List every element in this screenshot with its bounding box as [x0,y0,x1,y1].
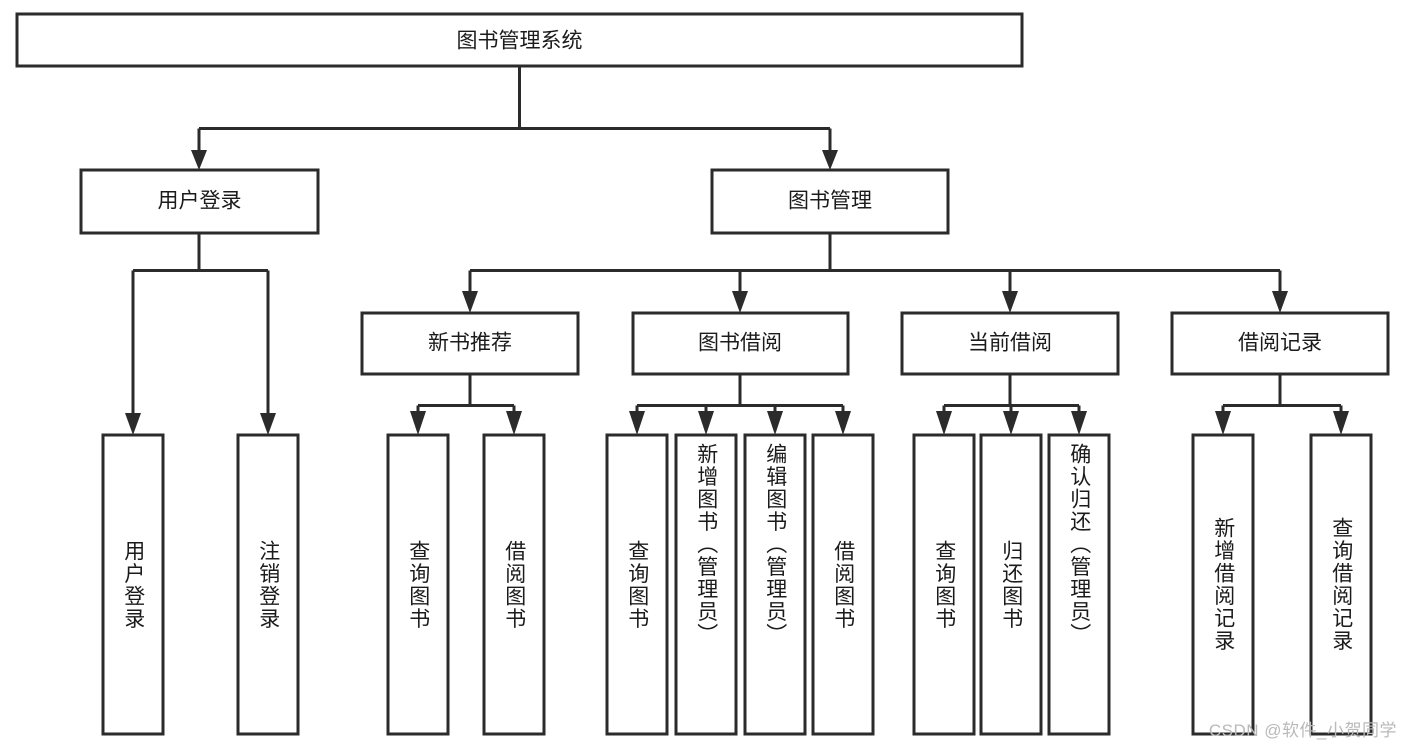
arrow-head-current-borrow [1002,291,1018,313]
arrow-head-book-borrow [732,291,748,313]
leaf-user-login-box[interactable] [101,433,165,736]
arrow-head-leaf-borrow-book-1 [506,411,522,435]
node-new-book-recommend-label: 新书推荐 [428,332,512,355]
node-user-login-box[interactable] [79,168,320,235]
arrow-head-book-manage [822,150,838,170]
arrow-head-leaf-edit-book [767,411,783,435]
arrow-head-leaf-return-book [1003,411,1019,435]
arrow-head-leaf-add-record [1215,411,1231,435]
leaf-borrow-book-1-box[interactable] [482,433,546,736]
node-new-book-recommend-box[interactable] [360,311,580,376]
leaf-query-book-3-box[interactable] [912,433,976,736]
node-user-login-label: 用户登录 [158,190,242,213]
arrow-head-leaf-user-logout [260,413,276,435]
leaf-query-record-box[interactable] [1309,433,1373,736]
node-borrow-record[interactable]: 借阅记录 [1170,311,1390,376]
node-user-login[interactable]: 用户登录 [79,168,320,235]
node-book-manage-box[interactable] [710,168,950,235]
leaf-query-book-2-box[interactable] [605,433,669,736]
leaf-confirm-return-box[interactable] [1047,433,1111,736]
leaf-edit-book-box[interactable] [743,433,807,736]
node-book-manage-label: 图书管理 [788,190,872,213]
leaf-add-record-box[interactable] [1191,433,1255,736]
arrow-head-borrow-record [1272,291,1288,313]
arrow-head-new-book-recommend [462,291,478,313]
leaf-box-layer [101,433,1373,736]
node-book-borrow-label: 图书借阅 [698,332,782,355]
leaf-return-book-box[interactable] [979,433,1043,736]
arrow-head-leaf-add-book [698,411,714,435]
node-current-borrow[interactable]: 当前借阅 [900,311,1120,376]
arrow-head-leaf-query-record [1333,411,1349,435]
connector-layer [125,66,1349,435]
arrow-head-leaf-user-login [125,413,141,435]
node-root-label: 图书管理系统 [457,30,583,53]
arrow-head-leaf-query-book-2 [629,411,645,435]
node-root[interactable]: 图书管理系统 [15,12,1024,68]
arrow-head-leaf-borrow-book-2 [835,411,851,435]
leaf-user-logout-box[interactable] [236,433,300,736]
node-current-borrow-label: 当前借阅 [968,332,1052,355]
arrow-head-user-login [191,150,207,170]
node-book-manage[interactable]: 图书管理 [710,168,950,235]
csdn-watermark: CSDN @软件_小贺同学 [1208,721,1397,740]
leaf-add-book-box[interactable] [674,433,738,736]
node-root-box[interactable] [15,12,1024,68]
node-new-book-recommend[interactable]: 新书推荐 [360,311,580,376]
node-book-borrow[interactable]: 图书借阅 [631,311,850,376]
leaf-query-book-1-box[interactable] [386,433,450,736]
node-current-borrow-box[interactable] [900,311,1120,376]
arrow-head-leaf-confirm-return [1071,411,1087,435]
arrow-head-leaf-query-book-3 [936,411,952,435]
node-borrow-record-box[interactable] [1170,311,1390,376]
node-borrow-record-label: 借阅记录 [1238,332,1322,355]
node-book-borrow-box[interactable] [631,311,850,376]
arrow-head-leaf-query-book-1 [410,411,426,435]
leaf-borrow-book-2-box[interactable] [811,433,875,736]
